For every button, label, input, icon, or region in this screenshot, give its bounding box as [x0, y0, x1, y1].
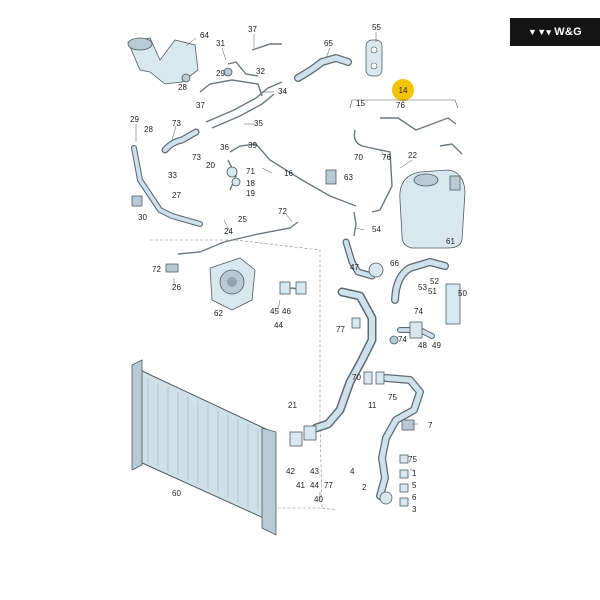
callout-26: 26 [172, 283, 181, 292]
callout-34: 34 [278, 87, 287, 96]
callout-20: 20 [206, 161, 215, 170]
callout-72-left: 72 [152, 265, 161, 274]
callout-16: 16 [284, 169, 293, 178]
callout-15: 15 [356, 99, 365, 108]
callout-53: 53 [418, 283, 427, 292]
callout-2: 2 [362, 483, 367, 492]
callout-leaders [135, 32, 418, 500]
callout-77-top: 77 [336, 325, 345, 334]
callout-66: 66 [390, 259, 399, 268]
callout-45: 45 [270, 307, 279, 316]
flange-plate [365, 39, 383, 77]
callout-19: 19 [246, 189, 255, 198]
callout-37-mid: 37 [196, 101, 205, 110]
callout-64: 64 [200, 31, 209, 40]
callout-71: 71 [246, 167, 255, 176]
callout-36: 36 [220, 143, 229, 152]
callout-43: 43 [310, 467, 319, 476]
callout-35: 35 [254, 119, 263, 128]
brand-logo-mark: ▼▼▾ [527, 26, 552, 37]
callout-33: 33 [168, 171, 177, 180]
callout-25: 25 [238, 215, 247, 224]
callout-28-top: 28 [178, 83, 187, 92]
callout-55: 55 [372, 23, 381, 32]
callout-77-bottom: 77 [324, 481, 333, 490]
callout-70: 70 [354, 153, 363, 162]
callout-41: 41 [296, 481, 305, 490]
callout-73-b: 73 [192, 153, 201, 162]
thermostat-housing [127, 37, 199, 85]
callout-27: 27 [172, 191, 181, 200]
callout-32: 32 [256, 67, 265, 76]
callout-47: 47 [350, 263, 359, 272]
callout-54: 54 [372, 225, 381, 234]
callout-22: 22 [408, 151, 417, 160]
callout-44-bottom: 44 [310, 481, 319, 490]
callout-63: 63 [344, 173, 353, 182]
callout-42: 42 [286, 467, 295, 476]
callout-11: 11 [368, 401, 377, 410]
callout-24: 24 [224, 227, 233, 236]
callout-72-top: 72 [278, 207, 287, 216]
callout-62: 62 [214, 309, 223, 318]
callout-61: 61 [446, 237, 455, 246]
callout-74-mid: 74 [398, 335, 407, 344]
highlight-marker-label: 14 [399, 86, 408, 95]
callout-21: 21 [288, 401, 297, 410]
callout-6: 6 [412, 493, 417, 502]
brand-logo: ▼▼▾ W&G [510, 18, 600, 46]
callout-30: 30 [138, 213, 147, 222]
callout-28-left: 28 [144, 125, 153, 134]
highlight-marker: 14 [349, 79, 459, 109]
callout-39: 39 [248, 141, 257, 150]
callout-50: 50 [458, 289, 467, 298]
callout-29-left: 29 [130, 115, 139, 124]
radiator [131, 359, 277, 536]
callout-60: 60 [172, 489, 181, 498]
coolant-hoses [131, 54, 449, 500]
callout-37: 37 [248, 25, 257, 34]
callout-1: 1 [412, 469, 417, 478]
callout-29-top: 29 [216, 69, 225, 78]
callout-40: 40 [314, 495, 323, 504]
callout-48: 48 [418, 341, 427, 350]
brand-logo-text: W&G [554, 26, 583, 38]
callout-18: 18 [246, 179, 255, 188]
part-callouts: 64 37 55 31 32 65 28 29 34 15 76 37 35 2… [130, 23, 467, 514]
callout-75-mid: 75 [388, 393, 397, 402]
callout-74-right: 74 [414, 307, 423, 316]
callout-7: 7 [428, 421, 433, 430]
callout-51: 51 [428, 287, 437, 296]
expansion-tank [399, 169, 466, 249]
callout-3: 3 [412, 505, 417, 514]
coolant-pipes [177, 43, 463, 293]
callout-70-mid: 70 [352, 373, 361, 382]
hose-clamps-and-fittings [131, 67, 461, 507]
callout-73-a: 73 [172, 119, 181, 128]
callout-65: 65 [324, 39, 333, 48]
callout-31: 31 [216, 39, 225, 48]
callout-5: 5 [412, 481, 417, 490]
group-dashed-lines [150, 239, 336, 511]
callout-46: 46 [282, 307, 291, 316]
callout-76-top: 76 [396, 101, 405, 110]
callout-75-bottom: 75 [408, 455, 417, 464]
callout-44-top: 44 [274, 321, 283, 330]
callout-52: 52 [430, 277, 439, 286]
callout-76-mid: 76 [382, 153, 391, 162]
coolant-pump [209, 257, 256, 311]
callout-49: 49 [432, 341, 441, 350]
callout-4: 4 [350, 467, 355, 476]
